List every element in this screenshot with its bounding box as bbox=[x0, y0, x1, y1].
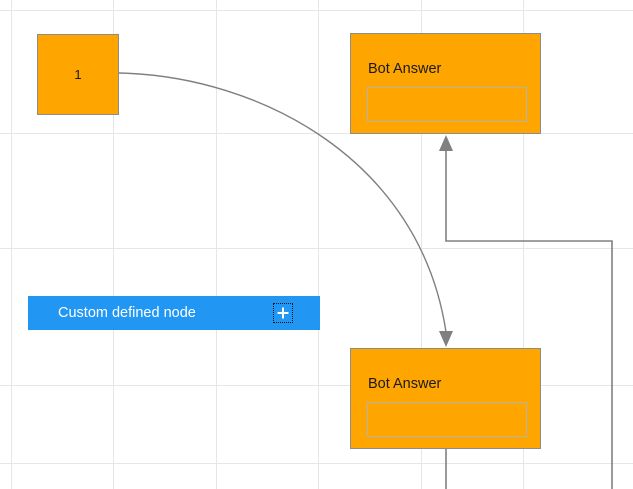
custom-defined-node-label: Custom defined node bbox=[58, 304, 196, 321]
grid-line-vertical bbox=[11, 0, 12, 489]
grid-line-vertical bbox=[318, 0, 319, 489]
node-1[interactable]: 1 bbox=[37, 34, 119, 115]
custom-defined-node-chip[interactable]: Custom defined node bbox=[28, 296, 320, 330]
grid-line-horizontal bbox=[0, 10, 633, 11]
grid-line-horizontal bbox=[0, 248, 633, 249]
node-bot-answer-top-title: Bot Answer bbox=[368, 61, 442, 77]
node-bot-answer-bottom[interactable]: Bot Answer bbox=[350, 348, 541, 449]
node-1-label: 1 bbox=[74, 67, 82, 82]
arrowhead-down-icon bbox=[439, 331, 453, 347]
node-bot-answer-top-slot[interactable] bbox=[367, 87, 527, 122]
arrowhead-up-icon bbox=[439, 135, 453, 151]
plus-icon[interactable] bbox=[273, 303, 293, 323]
node-bot-answer-top[interactable]: Bot Answer bbox=[350, 33, 541, 134]
node-bot-answer-bottom-slot[interactable] bbox=[367, 402, 527, 437]
node-bot-answer-bottom-title: Bot Answer bbox=[368, 376, 442, 392]
grid-line-vertical bbox=[216, 0, 217, 489]
grid-line-horizontal bbox=[0, 463, 633, 464]
